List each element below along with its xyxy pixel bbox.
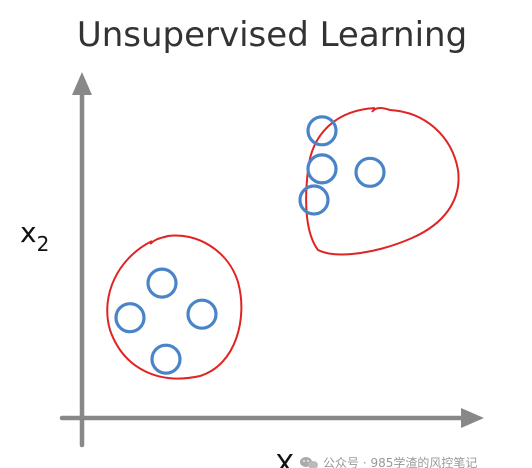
data-point-lower-left-4 xyxy=(150,343,182,375)
data-point-upper-right-2 xyxy=(306,153,338,185)
cluster-outlines xyxy=(106,107,460,380)
data-points xyxy=(114,115,386,375)
data-point-upper-right-4 xyxy=(298,184,330,216)
x-axis-arrowhead xyxy=(461,408,484,428)
x-axis-label: X xyxy=(275,448,294,468)
data-point-lower-left-3 xyxy=(186,298,218,330)
data-point-lower-left-2 xyxy=(114,302,146,334)
y-axis-label-subscript: 2 xyxy=(37,232,50,256)
data-point-upper-right-3 xyxy=(354,156,386,188)
y-axis-arrowhead xyxy=(72,72,92,95)
y-axis-label-main: x xyxy=(20,216,37,249)
axes xyxy=(59,72,484,448)
watermark-text: 公众号 · 985学渣的风控笔记 xyxy=(323,455,477,468)
watermark: 公众号 · 985学渣的风控笔记 xyxy=(300,455,477,468)
data-point-lower-left-1 xyxy=(146,267,178,299)
data-point-upper-right-1 xyxy=(306,115,338,147)
diagram-title: Unsupervised Learning xyxy=(77,15,467,55)
y-axis-label: x2 xyxy=(20,216,49,256)
cluster-outline-lower-left xyxy=(106,234,243,380)
wechat-icon xyxy=(300,457,318,468)
